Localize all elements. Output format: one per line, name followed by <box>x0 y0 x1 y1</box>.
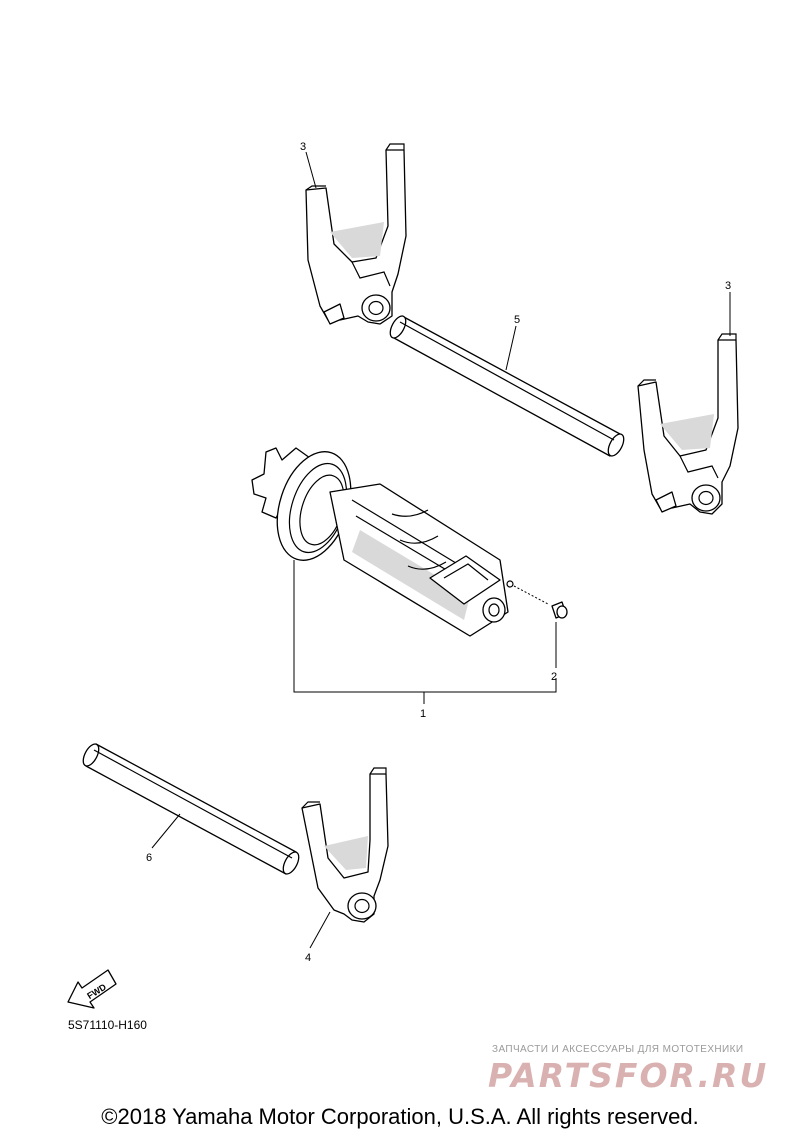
leader-3-upper-left <box>305 151 317 189</box>
leader-1-bracket <box>293 560 557 693</box>
callout-fork-lower: 4 <box>305 952 311 964</box>
guide-bar-lower <box>82 743 300 875</box>
copyright-notice: ©2018 Yamaha Motor Corporation, U.S.A. A… <box>101 1104 699 1129</box>
watermark-logo: PARTSFOR.RU <box>488 1056 769 1095</box>
fwd-arrow-icon: FWD <box>67 969 117 1009</box>
guide-bar-upper <box>389 315 625 457</box>
callout-fork-upper-left: 3 <box>300 141 306 153</box>
leader-lines <box>151 151 731 949</box>
callout-guide-bar-lower: 6 <box>146 852 152 864</box>
diagram-code: 5S71110-H160 <box>68 1018 147 1032</box>
callout-fork-upper-right: 3 <box>725 280 731 292</box>
pin <box>513 585 568 619</box>
callout-shift-drum-assy: 1 <box>420 708 426 720</box>
leader-5 <box>505 325 517 371</box>
leader-4 <box>309 911 331 949</box>
shift-fork-upper-left <box>305 143 407 325</box>
shift-fork-lower <box>301 767 389 923</box>
callout-guide-bar-upper: 5 <box>514 314 520 326</box>
leader-6 <box>151 813 181 849</box>
shift-drum-assy <box>251 447 514 637</box>
callout-pin: 2 <box>551 671 557 683</box>
shift-fork-upper-right <box>637 333 739 515</box>
watermark-tagline: ЗАПЧАСТИ И АКСЕССУАРЫ ДЛЯ МОТОТЕХНИКИ <box>492 1044 744 1055</box>
